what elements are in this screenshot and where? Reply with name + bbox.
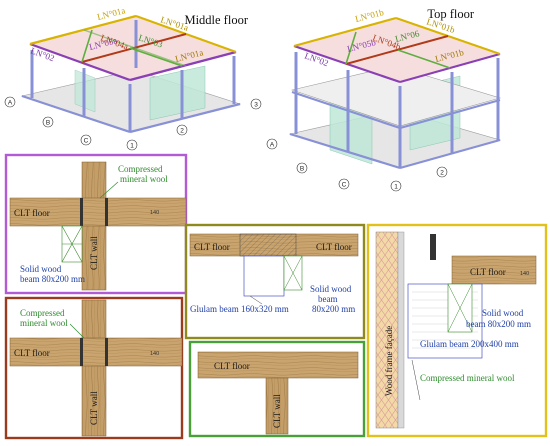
axis-c-mid: C	[80, 134, 92, 146]
svg-text:1: 1	[394, 184, 398, 191]
svg-text:2: 2	[440, 170, 444, 177]
dim-140-5: 140	[520, 271, 529, 277]
detail-red: CLT floor CLT wall Compressed mineral wo…	[4, 296, 184, 440]
clt-wall-label-1: CLT wall	[89, 236, 99, 270]
middle-floor-title: Middle floor	[184, 13, 248, 27]
svg-text:A: A	[8, 100, 13, 107]
axis-2-mid: 2	[176, 124, 188, 136]
detail-yellow: CLT floor Wood frame façade Solid wood b…	[366, 223, 548, 438]
axis-3-mid: 3	[250, 98, 262, 110]
detail-olive: CLT floor CLT floor Glulam beam 160x320 …	[184, 223, 366, 340]
middle-floor-model	[20, 14, 242, 134]
dim-140-2: 140	[150, 351, 159, 357]
wood-facade-label: Wood frame façade	[384, 326, 394, 396]
glulam-beam-label-3: Glulam beam 160x320 mm	[190, 304, 289, 314]
clt-floor-label-1: CLT floor	[14, 208, 50, 218]
solid-beam-label-1a: Solid wood	[20, 264, 62, 274]
axis-a-top: A	[266, 138, 278, 150]
clt-floor-label-2: CLT floor	[14, 348, 50, 358]
top-floor-model	[288, 16, 502, 170]
compressed-wool-label-5: Compressed mineral wool	[420, 373, 515, 383]
solid-beam-label-5a: Solid wood	[482, 308, 524, 318]
glulam-beam-label-5: Glulam beam 200x400 mm	[420, 339, 519, 349]
detail-purple: CLT floor CLT wall Compressed mineral wo…	[4, 153, 188, 295]
solid-beam-label-3b: beam	[318, 294, 338, 304]
clt-wall-label-4: CLT wall	[272, 394, 282, 428]
axis-1-mid: 1	[126, 139, 138, 151]
svg-text:2: 2	[180, 128, 184, 135]
top-floor-title: Top floor	[427, 7, 475, 21]
clt-floor-label-3a: CLT floor	[194, 242, 230, 252]
svg-text:C: C	[84, 138, 89, 145]
svg-text:3: 3	[254, 102, 258, 109]
svg-text:C: C	[342, 182, 347, 189]
axis-c-top: C	[338, 178, 350, 190]
solid-beam-label-3c: 80x200 mm	[312, 304, 355, 314]
svg-text:1: 1	[130, 143, 134, 150]
svg-text:B: B	[46, 120, 50, 127]
clt-floor-label-5: CLT floor	[470, 267, 506, 277]
compressed-wool-label-1a: Compressed	[118, 164, 163, 174]
axis-b-mid: B	[42, 116, 54, 128]
axis-2-top: 2	[436, 166, 448, 178]
clt-floor-label-4: CLT floor	[214, 361, 250, 371]
axis-b-top: B	[296, 162, 308, 174]
axis-a-mid: A	[4, 96, 16, 108]
grid-axis-markers: A B C 1 2 3 A B C 1 2	[4, 96, 448, 192]
axis-1-top: 1	[390, 180, 402, 192]
compressed-wool-label-1b: mineral wool	[120, 174, 168, 184]
solid-beam-label-1b: beam 80x200 mm	[20, 274, 85, 284]
dim-140-1: 140	[150, 210, 159, 216]
svg-text:B: B	[300, 166, 304, 173]
clt-wall-label-2: CLT wall	[89, 391, 99, 425]
solid-beam-label-3a: Solid wood	[310, 284, 352, 294]
compressed-wool-label-2a: Compressed	[20, 308, 65, 318]
detail-green: CLT floor CLT wall	[188, 340, 366, 438]
clt-floor-label-3b: CLT floor	[316, 242, 352, 252]
solid-beam-label-5b: beam 80x200 mm	[466, 319, 531, 329]
compressed-wool-label-2b: mineral wool	[20, 318, 68, 328]
svg-text:A: A	[270, 142, 275, 149]
